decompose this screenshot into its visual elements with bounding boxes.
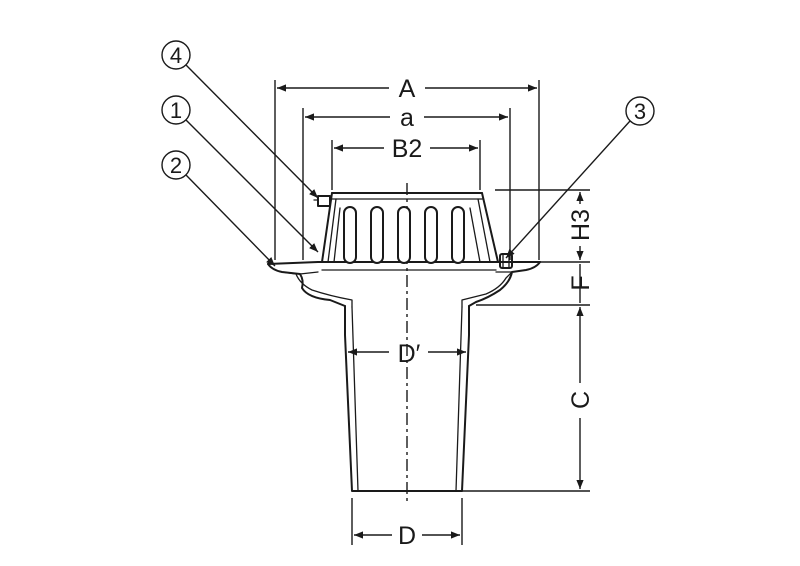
- dim-label-D-prime: D′: [398, 340, 421, 368]
- dim-label-F: F: [567, 275, 595, 290]
- callout-2: 2: [161, 150, 276, 267]
- bolt-left: [313, 195, 331, 207]
- drain-pipe: [344, 305, 470, 492]
- drain-flange: [267, 261, 541, 308]
- callout-3: 3: [505, 96, 655, 259]
- grate-slot: [451, 206, 465, 264]
- dim-label-D: D: [398, 522, 416, 550]
- dim-label-a: a: [400, 104, 414, 132]
- dim-label-C: C: [567, 391, 595, 409]
- callout-1: 1: [161, 95, 319, 253]
- svg-text:1: 1: [170, 98, 182, 123]
- dim-label-A: A: [399, 75, 416, 103]
- dim-label-B2: B2: [392, 135, 423, 163]
- dim-label-H3: H3: [567, 209, 595, 241]
- extension-lines: [274, 80, 590, 545]
- grate-slot: [370, 206, 384, 264]
- svg-text:4: 4: [170, 43, 182, 68]
- grate-slot: [343, 206, 357, 264]
- grate-slot: [397, 206, 411, 264]
- svg-text:3: 3: [634, 99, 646, 124]
- strainer-grate: [317, 192, 501, 271]
- callout-4: 4: [161, 40, 319, 199]
- grate-slot: [424, 206, 438, 264]
- svg-text:2: 2: [170, 153, 182, 178]
